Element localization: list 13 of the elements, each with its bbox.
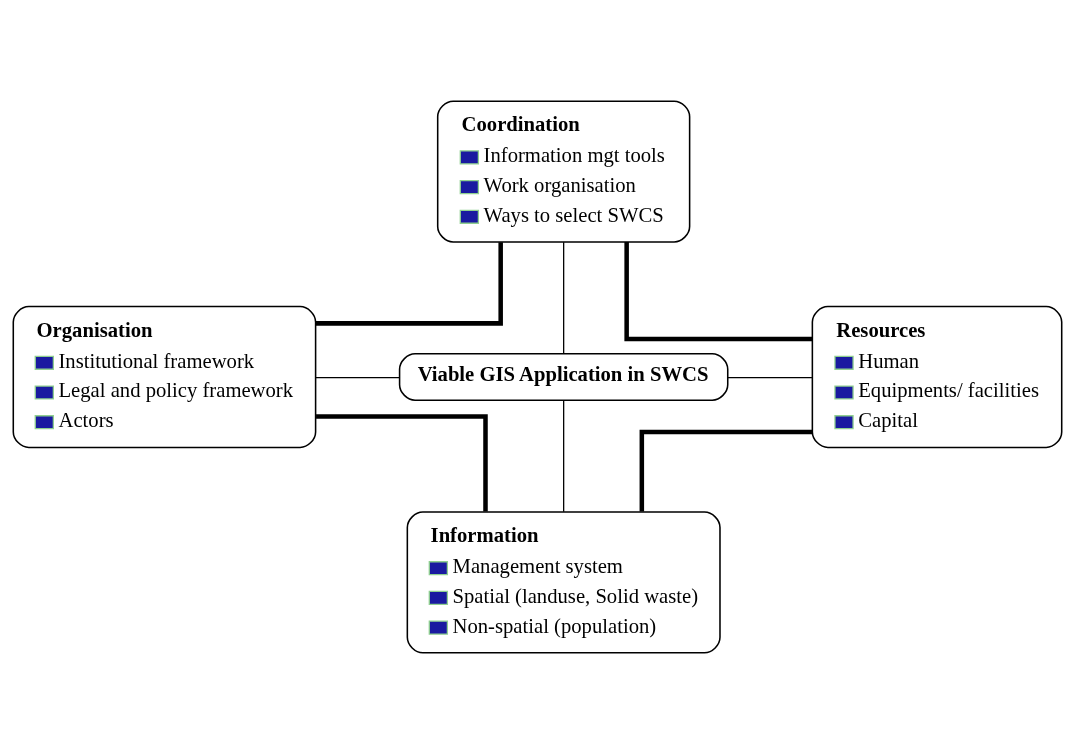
connector	[639, 429, 813, 512]
node-box: Resources Human Equipments/ facilities Capital	[811, 305, 1063, 448]
connector	[624, 241, 813, 341]
connector	[727, 376, 813, 378]
node-box: Information Management system Spatial (landuse, Solid waste) Non-spatial (population)	[406, 510, 721, 654]
node-box: Viable GIS Application in SWCS	[398, 352, 729, 401]
node-box: Coordination Information mgt tools Work organisation Ways to select SWCS	[436, 99, 691, 243]
connector	[315, 376, 400, 378]
connector	[315, 241, 503, 326]
node-box: Organisation Institutional framework Legal and policy framework Actors	[12, 305, 317, 448]
connector	[563, 399, 565, 512]
connector	[316, 413, 488, 512]
connector	[563, 241, 565, 354]
